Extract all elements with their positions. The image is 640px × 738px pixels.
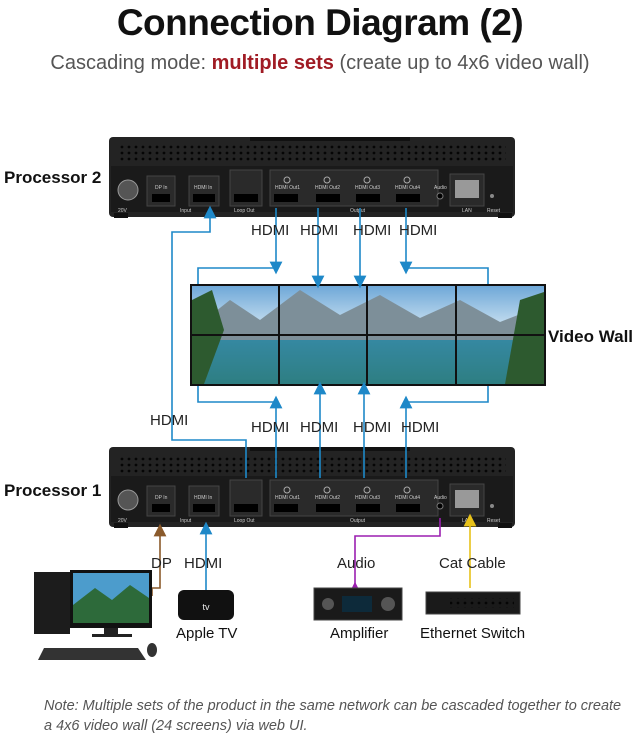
p2-out2-label: HDMI Out2 xyxy=(315,185,340,191)
apple-tv-device: tv xyxy=(178,590,234,620)
p1-dp-in-label: DP In xyxy=(155,495,168,501)
video-wall-screens xyxy=(190,284,546,386)
p2-hdmi-label-3: HDMI xyxy=(353,222,392,239)
p1-loop-out-label: Loop Out xyxy=(234,518,255,524)
cat-cable-label: Cat Cable xyxy=(439,555,506,572)
p2-power-label: 20V xyxy=(118,208,128,214)
subtitle-suffix: (create up to 4x6 video wall) xyxy=(333,52,590,74)
processor-1-label: Processor 1 xyxy=(4,481,102,500)
p2-hdmi-label-1: HDMI xyxy=(251,222,290,239)
p2-hdmi-in-label: HDMI In xyxy=(194,185,213,191)
apple-tv-label: Apple TV xyxy=(176,625,238,642)
processor-1-device xyxy=(109,447,515,528)
p2-input-label: Input xyxy=(180,208,192,214)
p2-audio-label: Audio xyxy=(434,185,447,191)
p1-hdmi-label-2: HDMI xyxy=(300,419,339,436)
subtitle-prefix: Cascading mode: xyxy=(50,52,212,74)
dp-source-label: DP xyxy=(151,555,172,572)
video-wall-label: Video Wall xyxy=(548,327,634,346)
hdmi-source-label: HDMI xyxy=(184,555,223,572)
amplifier-device xyxy=(313,587,403,621)
p2-out4-label: HDMI Out4 xyxy=(395,185,420,191)
audio-cable xyxy=(348,518,441,595)
p2-dp-in-label: DP In xyxy=(155,185,168,191)
p2-hdmi-label-4: HDMI xyxy=(399,222,438,239)
p1-out2-label: HDMI Out2 xyxy=(315,495,340,501)
p2-lan-label: LAN xyxy=(462,208,472,214)
p2-hdmi-label-2: HDMI xyxy=(300,222,339,239)
p1-hdmi-label-4: HDMI xyxy=(401,419,440,436)
audio-label: Audio xyxy=(337,555,376,572)
ethernet-switch-device xyxy=(425,591,521,615)
cascade-hdmi-cable xyxy=(171,205,247,478)
footnote: Note: Multiple sets of the product in th… xyxy=(44,698,622,734)
pc-device xyxy=(34,570,157,660)
cascade-hdmi-label: HDMI xyxy=(150,412,189,429)
p2-loop-out-label: Loop Out xyxy=(234,208,255,214)
p2-reset-label: Reset xyxy=(487,208,501,214)
subtitle-highlight: multiple sets xyxy=(211,52,334,74)
processor-2-device xyxy=(109,137,515,218)
p1-output-label: Output xyxy=(350,518,366,524)
p1-out1-label: HDMI Out1 xyxy=(275,495,300,501)
apple-tv-logo: tv xyxy=(202,602,210,612)
p2-out3-label: HDMI Out3 xyxy=(355,185,380,191)
ethernet-switch-label: Ethernet Switch xyxy=(420,625,526,642)
p1-hdmi-label-1: HDMI xyxy=(251,419,290,436)
page-subtitle: Cascading mode: multiple sets (create up… xyxy=(0,52,640,75)
p2-output-label: Output xyxy=(350,208,366,214)
p1-audio-label: Audio xyxy=(434,495,447,501)
p1-power-label: 20V xyxy=(118,518,128,524)
p2-hdmi-cables xyxy=(197,208,489,289)
p1-hdmi-cables xyxy=(197,381,489,478)
p1-out3-label: HDMI Out3 xyxy=(355,495,380,501)
p1-out4-label: HDMI Out4 xyxy=(395,495,420,501)
page-title: Connection Diagram (2) xyxy=(116,2,524,43)
p2-out1-label: HDMI Out1 xyxy=(275,185,300,191)
p1-hdmi-label-3: HDMI xyxy=(353,419,392,436)
amplifier-label: Amplifier xyxy=(330,625,389,642)
processor-2-label: Processor 2 xyxy=(4,168,102,187)
p1-reset-label: Reset xyxy=(487,518,501,524)
p1-hdmi-in-label: HDMI In xyxy=(194,495,213,501)
p1-input-label: Input xyxy=(180,518,192,524)
